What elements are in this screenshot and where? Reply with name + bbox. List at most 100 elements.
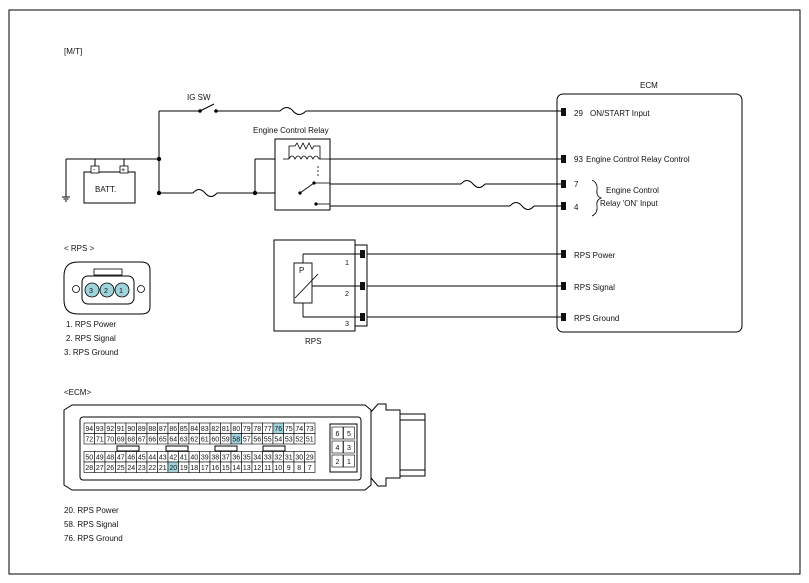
ecm-pin-number: 83 bbox=[201, 426, 209, 433]
ecm-pin-number: 15 bbox=[222, 465, 230, 472]
ecm-pin-number: 33 bbox=[264, 455, 272, 462]
ecm-pin-number: 65 bbox=[159, 437, 167, 444]
ecm-pin-number: 49 bbox=[96, 455, 104, 462]
rps-sensor bbox=[273, 239, 356, 332]
ecm-pin-number: 47 bbox=[117, 455, 125, 462]
ecm-pin-number: 13 bbox=[243, 465, 251, 472]
ig-sw-label: IG SW bbox=[187, 93, 211, 102]
ecm-pin-93-label: Engine Control Relay Control bbox=[586, 155, 690, 164]
ecm-pin-number: 19 bbox=[180, 465, 188, 472]
ecm-pin-20-label: RPS Power bbox=[574, 251, 616, 260]
battery bbox=[83, 171, 136, 204]
ecm-pin-number: 61 bbox=[201, 437, 209, 444]
ecm-pin-number: 76 bbox=[274, 426, 282, 433]
ecm-pin-number: 53 bbox=[285, 437, 293, 444]
ecm-pin-number: 21 bbox=[159, 465, 167, 472]
ecm-pin-number: 73 bbox=[306, 426, 314, 433]
ecm-pin-number: 85 bbox=[180, 426, 188, 433]
rps-connector-pin-1: 1 bbox=[119, 286, 123, 295]
ecm-pin-number: 59 bbox=[222, 437, 230, 444]
rps-connector-title: < RPS > bbox=[64, 244, 95, 253]
rps-legend-2: 2. RPS Signal bbox=[66, 334, 116, 343]
ecm-pin-number: 92 bbox=[106, 426, 114, 433]
ecm-pin-number: 84 bbox=[190, 426, 198, 433]
rps-legend-3: 3. RPS Ground bbox=[64, 348, 118, 357]
ecm-pin-number: 18 bbox=[190, 465, 198, 472]
ecm-pin-number: 44 bbox=[148, 455, 156, 462]
ecm-pin-number: 68 bbox=[127, 437, 135, 444]
ig-switch bbox=[198, 103, 218, 113]
potentiometer bbox=[293, 253, 360, 318]
ecm-pin-number: 74 bbox=[295, 426, 303, 433]
ecm-pin-number: 70 bbox=[106, 437, 114, 444]
rps-connector-pin-2: 2 bbox=[104, 286, 108, 295]
ecm-pin-number: 23 bbox=[138, 465, 146, 472]
ecm-pin-number: 26 bbox=[106, 465, 114, 472]
ecm-legend-2: 58. RPS Signal bbox=[64, 520, 118, 529]
ecm-pin-number: 8 bbox=[297, 465, 301, 472]
battery-negative: - bbox=[93, 165, 96, 174]
ecm-pin-number: 77 bbox=[264, 426, 272, 433]
ecm-side-pin-number: 5 bbox=[347, 431, 351, 438]
ecm-pin-number: 16 bbox=[211, 465, 219, 472]
ecm-pin-number: 63 bbox=[180, 437, 188, 444]
engine-control-relay bbox=[274, 138, 331, 211]
ecm-pin-number: 7 bbox=[308, 465, 312, 472]
ecm-pin-number: 58 bbox=[232, 437, 240, 444]
ecm-pin-number: 30 bbox=[295, 455, 303, 462]
ecm-side-pin-cell bbox=[343, 440, 355, 454]
ecm-pin-number: 80 bbox=[232, 426, 240, 433]
ecm-pin-7-number: 7 bbox=[574, 180, 579, 189]
ecm-pin-number: 17 bbox=[201, 465, 209, 472]
ecm-pin-number: 37 bbox=[222, 455, 230, 462]
ecm-pin-number: 20 bbox=[169, 465, 177, 472]
ecm-pin-29-label: ON/START Input bbox=[590, 109, 650, 118]
battery-positive: + bbox=[121, 165, 125, 174]
relay-on-input-label-1: Engine Control bbox=[606, 186, 659, 195]
ecm-pin-number: 11 bbox=[264, 465, 271, 472]
ecm-pin-number: 94 bbox=[85, 426, 93, 433]
ecm-pin-number: 52 bbox=[295, 437, 303, 444]
ecm-connector-title: <ECM> bbox=[64, 388, 91, 397]
ecm-pin-number: 28 bbox=[85, 465, 93, 472]
ecm-pin-number: 41 bbox=[180, 455, 188, 462]
ecm-pin-4-number: 4 bbox=[574, 203, 579, 212]
ecm-pin-number: 82 bbox=[211, 426, 219, 433]
ecm-pin-number: 40 bbox=[190, 455, 198, 462]
ecm-pin-number: 50 bbox=[85, 455, 93, 462]
ecm-pin-number: 27 bbox=[96, 465, 104, 472]
ecm-pin-number: 75 bbox=[285, 426, 293, 433]
ecm-pin-number: 12 bbox=[253, 465, 261, 472]
rps-sensor-pin-1: 1 bbox=[345, 258, 349, 267]
relay-internals bbox=[283, 142, 330, 205]
ecm-side-pin-cell bbox=[343, 454, 355, 468]
ecm-legend-3: 76. RPS Ground bbox=[64, 534, 123, 543]
ecm-pin-number: 56 bbox=[253, 437, 261, 444]
rps-sensor-pin-3: 3 bbox=[345, 319, 349, 328]
ecm-pin-cell bbox=[304, 433, 316, 445]
ecm-pin-number: 24 bbox=[127, 465, 135, 472]
ecm-pin-number: 64 bbox=[169, 437, 177, 444]
rps-legend-1: 1. RPS Power bbox=[66, 320, 117, 329]
relay-label: Engine Control Relay bbox=[253, 126, 329, 135]
ecm-pin-number: 43 bbox=[159, 455, 167, 462]
ecm-pin-number: 35 bbox=[243, 455, 251, 462]
ecm-pin-number: 69 bbox=[117, 437, 125, 444]
ecm-pin-number: 93 bbox=[96, 426, 104, 433]
ecm-pin-number: 81 bbox=[222, 426, 230, 433]
ecm-pin-number: 89 bbox=[138, 426, 146, 433]
ecm-label: ECM bbox=[640, 81, 658, 90]
ecm-side-pin-cell bbox=[343, 426, 355, 440]
ecm-pin-number: 90 bbox=[127, 426, 135, 433]
ecm-pin-number: 39 bbox=[201, 455, 209, 462]
rps-sensor-label: RPS bbox=[305, 337, 321, 346]
relay-on-input-label-2: Relay 'ON' Input bbox=[600, 199, 659, 208]
ecm-pin-number: 71 bbox=[96, 437, 104, 444]
rps-connector bbox=[63, 261, 151, 315]
ecm-pin-number: 22 bbox=[148, 465, 156, 472]
ecm-side-pin-cell bbox=[331, 426, 344, 440]
ecm-side-pin-number: 3 bbox=[347, 445, 351, 452]
ecm-side-pin-number: 2 bbox=[336, 459, 340, 466]
potentiometer-label: P bbox=[299, 266, 304, 275]
